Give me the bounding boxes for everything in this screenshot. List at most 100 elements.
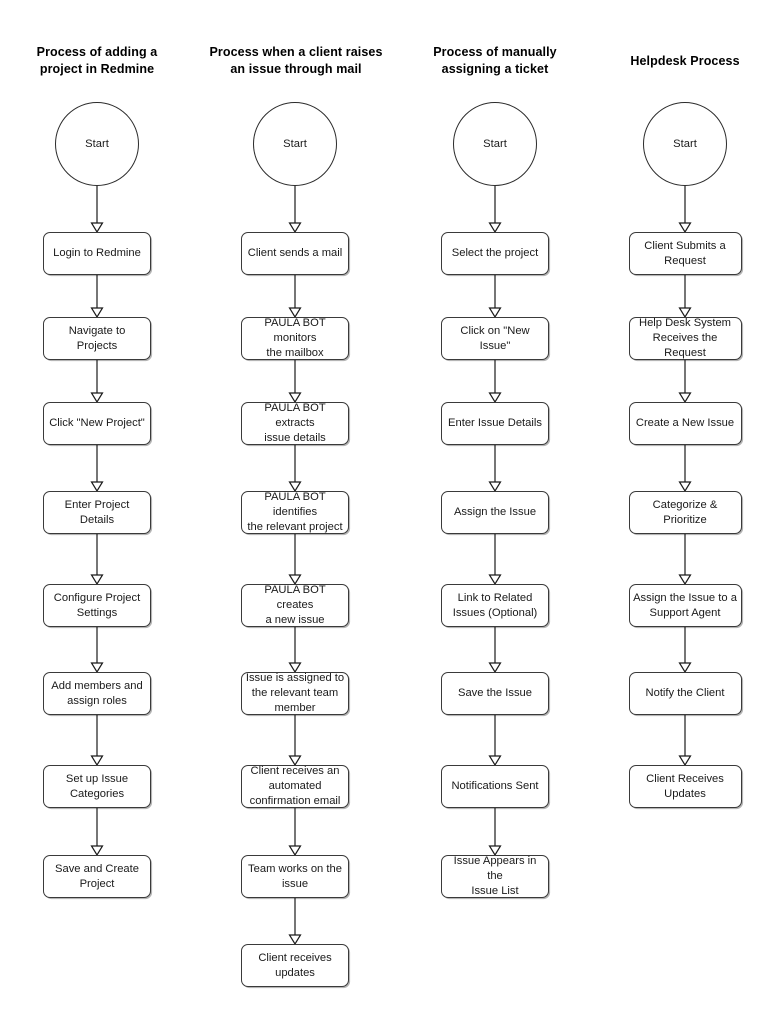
edge-manual-ticket-assign-start bbox=[485, 186, 505, 234]
process-node-manual-ticket-assign-0[interactable]: Select the project bbox=[441, 232, 549, 275]
edge-helpdesk-process-start bbox=[675, 186, 695, 234]
process-node-manual-ticket-assign-3[interactable]: Assign the Issue bbox=[441, 491, 549, 534]
edge-helpdesk-process-1 bbox=[675, 360, 695, 404]
process-node-manual-ticket-assign-6[interactable]: Notifications Sent bbox=[441, 765, 549, 808]
process-node-label: Enter Project Details bbox=[64, 498, 130, 526]
edge-redmine-project-start bbox=[87, 186, 107, 234]
process-node-label: Create a New Issue bbox=[635, 417, 735, 429]
start-node-label: Start bbox=[85, 138, 109, 150]
edge-manual-ticket-assign-3 bbox=[485, 534, 505, 586]
process-node-label: Assign the Issue bbox=[453, 506, 537, 518]
start-node-label: Start bbox=[483, 138, 507, 150]
edge-helpdesk-process-4 bbox=[675, 627, 695, 674]
edge-redmine-project-5 bbox=[87, 715, 107, 767]
edge-redmine-project-3 bbox=[87, 534, 107, 586]
process-node-label: Click on "New Issue" bbox=[460, 324, 530, 352]
edge-client-mail-issue-1 bbox=[285, 360, 305, 404]
process-node-redmine-project-1[interactable]: Navigate to Projects bbox=[43, 317, 151, 360]
process-node-manual-ticket-assign-2[interactable]: Enter Issue Details bbox=[441, 402, 549, 445]
process-node-redmine-project-3[interactable]: Enter Project Details bbox=[43, 491, 151, 534]
edge-manual-ticket-assign-0 bbox=[485, 275, 505, 319]
process-node-label: Categorize &Prioritize bbox=[652, 498, 718, 526]
start-node-label: Start bbox=[673, 138, 697, 150]
start-node-label: Start bbox=[283, 138, 307, 150]
edge-helpdesk-process-5 bbox=[675, 715, 695, 767]
start-node-helpdesk-process[interactable]: Start bbox=[643, 102, 727, 186]
process-node-label: Notifications Sent bbox=[451, 780, 539, 792]
column-title-helpdesk-process: Helpdesk Process bbox=[630, 54, 740, 68]
edge-client-mail-issue-3 bbox=[285, 534, 305, 586]
edge-redmine-project-4 bbox=[87, 627, 107, 674]
edge-helpdesk-process-3 bbox=[675, 534, 695, 586]
process-node-redmine-project-0[interactable]: Login to Redmine bbox=[43, 232, 151, 275]
edge-manual-ticket-assign-6 bbox=[485, 808, 505, 857]
edge-redmine-project-1 bbox=[87, 360, 107, 404]
start-node-manual-ticket-assign[interactable]: Start bbox=[453, 102, 537, 186]
process-node-helpdesk-process-5[interactable]: Notify the Client bbox=[628, 672, 742, 715]
edge-redmine-project-6 bbox=[87, 808, 107, 857]
process-node-label: Click "New Project" bbox=[49, 417, 145, 429]
edge-helpdesk-process-0 bbox=[675, 275, 695, 319]
process-node-label: Select the project bbox=[451, 247, 539, 259]
edge-manual-ticket-assign-5 bbox=[485, 715, 505, 767]
edge-redmine-project-2 bbox=[87, 445, 107, 493]
edge-manual-ticket-assign-1 bbox=[485, 360, 505, 404]
process-node-manual-ticket-assign-5[interactable]: Save the Issue bbox=[441, 672, 549, 715]
process-node-label: Save the Issue bbox=[457, 687, 532, 699]
edge-redmine-project-0 bbox=[87, 275, 107, 319]
edge-helpdesk-process-2 bbox=[675, 445, 695, 493]
edge-client-mail-issue-4 bbox=[285, 627, 305, 674]
process-node-helpdesk-process-2[interactable]: Create a New Issue bbox=[628, 402, 742, 445]
edge-manual-ticket-assign-2 bbox=[485, 445, 505, 493]
process-node-client-mail-issue-0[interactable]: Client sends a mail bbox=[241, 232, 349, 275]
edge-manual-ticket-assign-4 bbox=[485, 627, 505, 674]
edge-client-mail-issue-2 bbox=[285, 445, 305, 493]
process-node-manual-ticket-assign-1[interactable]: Click on "New Issue" bbox=[441, 317, 549, 360]
start-node-redmine-project[interactable]: Start bbox=[55, 102, 139, 186]
process-node-helpdesk-process-3[interactable]: Categorize &Prioritize bbox=[628, 491, 742, 534]
edge-client-mail-issue-7 bbox=[285, 898, 305, 946]
edge-client-mail-issue-start bbox=[285, 186, 305, 234]
process-node-redmine-project-2[interactable]: Click "New Project" bbox=[43, 402, 151, 445]
edge-client-mail-issue-0 bbox=[285, 275, 305, 319]
edge-client-mail-issue-6 bbox=[285, 808, 305, 857]
process-node-label: Login to Redmine bbox=[53, 247, 141, 259]
start-node-client-mail-issue[interactable]: Start bbox=[253, 102, 337, 186]
